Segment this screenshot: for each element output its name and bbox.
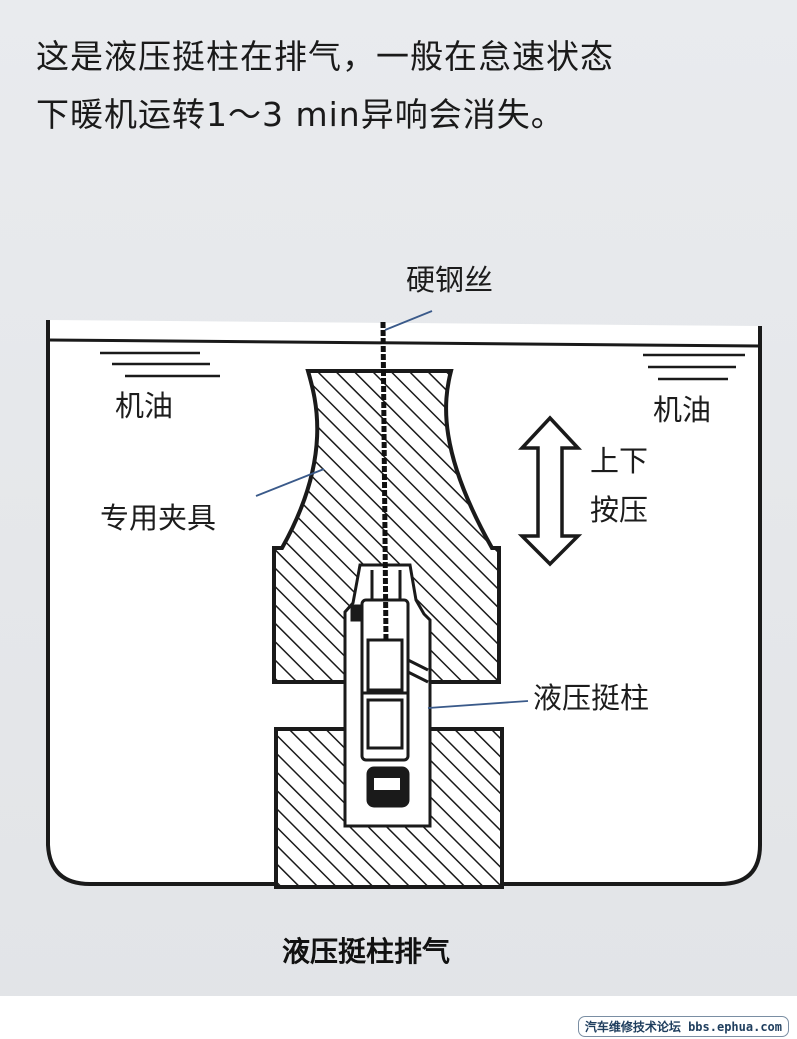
paragraph-line-1: 这是液压挺柱在排气，一般在怠速状态 [36,37,614,76]
figure-caption: 液压挺柱排气 [282,935,451,968]
label-press-line-2: 按压 [590,493,649,527]
leader-line-lifter [427,700,529,709]
hydraulic-lifter [350,570,429,808]
steel-wire [380,321,389,643]
label-steel-wire: 硬钢丝 [406,263,494,297]
oil-level-mark-right [643,353,745,381]
leader-line-fixture [255,468,325,497]
forum-watermark: 汽车维修技术论坛 bbs.ephua.com [577,1016,789,1037]
leader-line-wire [384,310,433,331]
paragraph: 这是液压挺柱在排气，一般在怠速状态 下暖机运转1～3 min异响会消失。 [36,28,776,144]
label-fixture: 专用夹具 [100,501,217,535]
paragraph-line-2: 下暖机运转1～3 min异响会消失。 [36,95,565,134]
press-arrow [517,415,583,567]
lifter-bleeding-diagram [46,310,762,889]
oil-surface-line [47,338,761,348]
label-oil-left: 机油 [115,389,174,423]
oil-level-mark-left [100,351,220,378]
label-oil-right: 机油 [653,393,712,427]
label-press-line-1: 上下 [590,444,649,478]
label-lifter: 液压挺柱 [533,681,650,715]
